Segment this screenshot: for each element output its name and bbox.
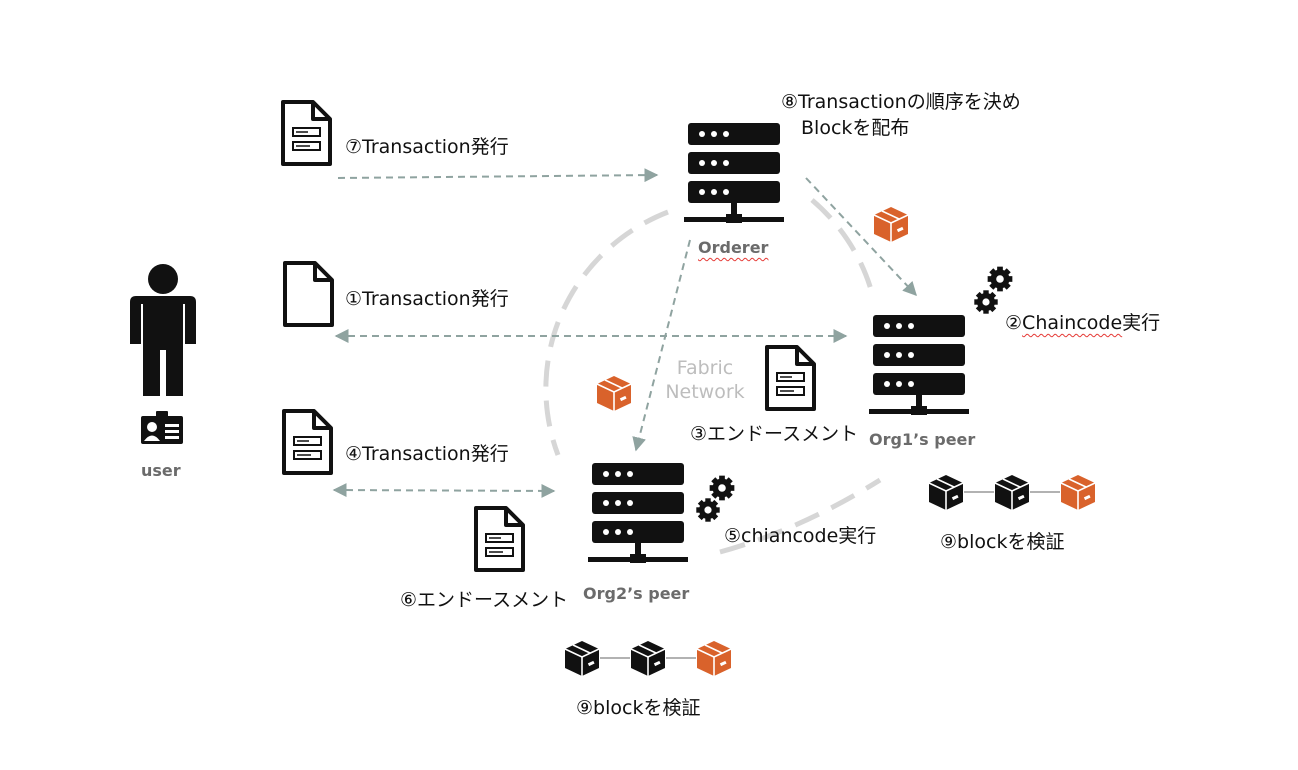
step-8-label-line2: Blockを配布	[801, 117, 910, 139]
box-icon	[994, 474, 1030, 511]
step-9-org2-label: ⑨blockを検証	[576, 697, 701, 719]
network-ring-right	[810, 198, 875, 294]
step-7-label: ⑦Transaction発行	[345, 136, 509, 158]
server-icon	[684, 123, 784, 223]
document-icon	[474, 506, 525, 572]
server-icon	[588, 463, 688, 563]
step-2-label-text: Chaincode	[1022, 312, 1123, 334]
document-icon	[282, 409, 333, 475]
box-icon	[596, 375, 632, 412]
step-8-label-line1: ⑧Transactionの順序を決め	[781, 91, 1021, 113]
person-icon	[130, 264, 196, 396]
network-label-line2: Network	[665, 381, 745, 403]
step-9-org1-label: ⑨blockを検証	[940, 531, 1065, 553]
document-icon	[283, 261, 334, 327]
step-5-label: ⑤chiancode実行	[724, 525, 877, 547]
orderer-caption: Orderer	[698, 238, 768, 257]
step-6-label: ⑥エンドースメント	[400, 589, 569, 611]
box-icon	[564, 640, 600, 677]
orderer-caption-text: Orderer	[698, 238, 769, 257]
box-icon	[1060, 474, 1096, 511]
step-4-label: ④Transaction発行	[345, 443, 509, 465]
arrow-user-org2	[332, 483, 556, 498]
step-1-label: ①Transaction発行	[345, 288, 509, 310]
gear-icon	[709, 475, 735, 501]
network-label-line1: Fabric	[676, 357, 734, 379]
network-ring-bottom	[719, 477, 882, 555]
box-icon	[630, 640, 666, 677]
arrow-orderer-to-org1	[805, 177, 917, 297]
box-icon	[873, 206, 909, 243]
network-ring-left	[543, 209, 669, 456]
id-badge-icon	[141, 411, 183, 444]
gear-icon	[696, 498, 720, 522]
arrow-tx7-to-orderer	[337, 168, 659, 183]
server-icon	[869, 315, 969, 415]
user-caption: user	[141, 461, 181, 480]
gear-icon	[987, 266, 1013, 292]
document-icon	[765, 345, 816, 411]
step-3-label: ③エンドースメント	[690, 423, 859, 445]
box-icon	[928, 474, 964, 511]
gear-icon	[974, 290, 998, 314]
box-icon	[696, 640, 732, 677]
org1-caption: Org1’s peer	[869, 430, 976, 449]
org2-caption: Org2’s peer	[583, 584, 690, 603]
arrow-orderer-to-org2	[632, 239, 691, 452]
step-2-label: ②Chaincode実行	[1005, 312, 1161, 334]
document-icon	[281, 100, 332, 166]
network-label: Fabric Network	[650, 356, 760, 404]
